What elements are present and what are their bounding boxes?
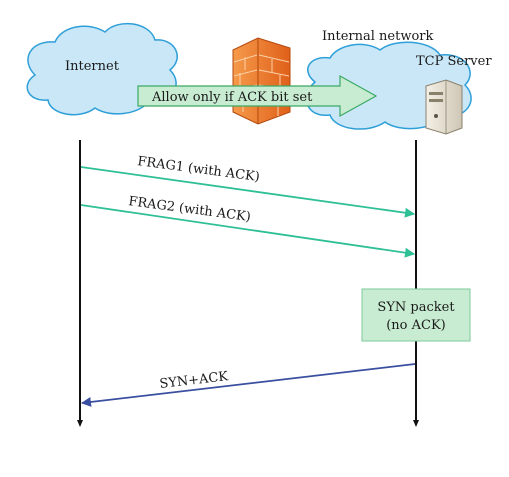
server-icon [425, 79, 463, 135]
internet-label: Internet [65, 59, 120, 74]
syn-packet-box [361, 288, 471, 342]
internal-network-label: Internal network [322, 29, 434, 44]
syn-ack-label: SYN+ACK [159, 369, 229, 392]
syn-ack-arrow [81, 363, 416, 407]
firewall-icon [232, 37, 291, 125]
policy-label: Allow only if ACK bit set [151, 90, 313, 105]
policy-arrow [137, 74, 378, 118]
syn-packet-subtitle: (no ACK) [386, 318, 446, 333]
frag2-arrow [80, 204, 415, 258]
syn-packet-label: SYN packet [377, 300, 455, 315]
frag1-arrow [80, 166, 415, 218]
tcp-server-label: TCP Server [416, 54, 492, 69]
frag1-label: FRAG1 (with ACK) [136, 154, 260, 185]
